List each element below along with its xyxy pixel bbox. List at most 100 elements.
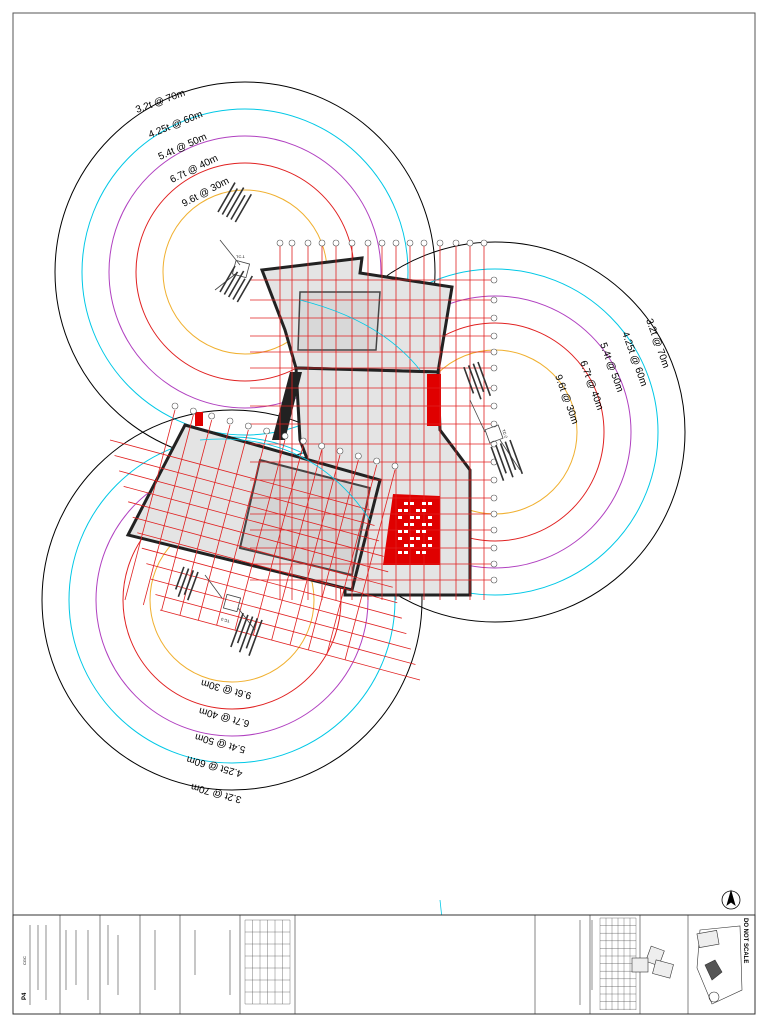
- tc2-label-60m: 4.25t @ 60m: [619, 330, 649, 388]
- title-block-frame: [12, 914, 756, 1015]
- tc2-note-block: [463, 361, 492, 400]
- grid-bubble: [208, 412, 215, 420]
- tc2-label-70m: 3.2t @ 70m: [643, 317, 671, 369]
- hatch-cell: [410, 502, 414, 505]
- grid-line-skew: [252, 444, 304, 636]
- tc1-label-40m: 6.7t @ 40m: [168, 153, 219, 186]
- grid-line-skew: [155, 594, 416, 665]
- grid-bubble: [466, 239, 474, 247]
- grid-bubble: [490, 544, 498, 552]
- grid-line-skew: [141, 547, 402, 619]
- plant-room-hatch: [398, 502, 432, 554]
- hatch-cell: [416, 530, 420, 533]
- hatch-cell: [404, 509, 408, 512]
- title-block-register-table: [599, 917, 637, 1010]
- tc1-base: [214, 239, 251, 291]
- grid-bubble: [171, 402, 179, 410]
- tc1-radius-labels: 3.2t @ 70m 4.25t @ 60m 5.4t @ 50m 6.7t @…: [134, 88, 231, 210]
- grid-line-skew: [124, 409, 176, 601]
- crane-annotation-blocks: [174, 182, 524, 656]
- tc2-tag: TC-2: [501, 429, 509, 440]
- grid-bubble: [490, 576, 498, 584]
- grid-bubble: [490, 494, 498, 502]
- grid-bubble: [420, 239, 428, 247]
- grid-line-skew: [118, 470, 380, 542]
- grid-line-skew: [123, 485, 384, 557]
- hatch-cell: [416, 509, 420, 512]
- hatch-cell: [428, 516, 432, 519]
- hatch-cell: [404, 523, 408, 526]
- grid-bubble: [490, 348, 498, 356]
- hatch-cell: [416, 537, 420, 540]
- structural-grid-vertical: [279, 245, 485, 600]
- tc2-note-block-2: [490, 439, 524, 481]
- grid-bubble: [490, 384, 498, 392]
- tc1-tag: TC-1: [236, 254, 246, 259]
- hatch-cell: [428, 537, 432, 540]
- grid-line-skew: [132, 516, 393, 588]
- grid-bubble: [391, 462, 399, 470]
- hatch-cell: [428, 502, 432, 505]
- hatch-cell: [422, 502, 426, 505]
- building-inner-court: [297, 291, 381, 351]
- grid-line-skew: [142, 414, 194, 606]
- internal-arc-1: [199, 438, 371, 521]
- grid-bubble: [490, 560, 498, 568]
- grid-bubble: [490, 276, 498, 284]
- tc3-note-block: [230, 612, 263, 656]
- tc2-radius-labels: 3.2t @ 70m 4.25t @ 60m 5.4t @ 50m 6.7t @…: [552, 317, 671, 425]
- grid-bubble: [245, 422, 252, 430]
- grid-line-skew: [344, 469, 396, 661]
- grid-bubble: [490, 476, 498, 484]
- title-block: P4 CGC DO NOT SCALE: [12, 914, 756, 1015]
- grid-bubble: [406, 239, 414, 247]
- grid-line-skew: [271, 449, 323, 641]
- grid-bubble: [373, 457, 380, 465]
- grid-line-skew: [326, 464, 378, 656]
- grid-bubble: [318, 442, 325, 450]
- hatch-cell: [410, 516, 414, 519]
- tc3-radius-70m: [41, 409, 423, 791]
- tc3-label-30m: 9.6t @ 30m: [200, 677, 253, 701]
- grid-bubbles: [171, 239, 498, 584]
- hatch-cell: [416, 551, 420, 554]
- hatch-cell: [422, 551, 426, 554]
- stair-core-red: [427, 374, 441, 426]
- hatch-cell: [410, 544, 414, 547]
- grid-bubble: [300, 437, 307, 445]
- grid-bubble: [190, 407, 197, 415]
- grid-bubble: [392, 239, 400, 247]
- grid-bubble: [490, 364, 498, 372]
- hatch-cell: [416, 516, 420, 519]
- hatch-cell: [422, 530, 426, 533]
- title-block-text-lines: [29, 920, 593, 1005]
- structural-grid-skewed: [109, 409, 421, 681]
- hatch-cell: [428, 523, 432, 526]
- hatch-cell: [398, 537, 402, 540]
- grid-bubble: [318, 239, 326, 247]
- hatch-cell: [404, 544, 408, 547]
- grid-line-skew: [197, 429, 249, 621]
- hatch-cell: [428, 544, 432, 547]
- grid-bubble: [378, 239, 386, 247]
- tc2-label-40m: 6.7t @ 40m: [577, 359, 605, 411]
- grid-bubble: [490, 332, 498, 340]
- grid-line-skew: [109, 439, 371, 511]
- tc1-radius-60m: [81, 108, 409, 436]
- tc3-note-block-2: [174, 566, 199, 601]
- hatch-cell: [398, 551, 402, 554]
- tc3-tag: TC-3: [220, 617, 231, 624]
- grid-line-skew: [146, 563, 407, 635]
- entry-mark: [195, 412, 203, 426]
- grid-bubble: [490, 296, 498, 304]
- grid-line-skew: [307, 459, 359, 651]
- grid-bubble: [348, 239, 356, 247]
- grid-bubble: [490, 314, 498, 322]
- structural-grid-horizontal: [250, 279, 492, 581]
- grid-line-skew: [161, 419, 213, 611]
- grid-bubble: [436, 239, 444, 247]
- key-plan: [631, 925, 743, 1005]
- grid-line-skew: [234, 439, 286, 631]
- title-block-revision-table: [244, 919, 291, 1005]
